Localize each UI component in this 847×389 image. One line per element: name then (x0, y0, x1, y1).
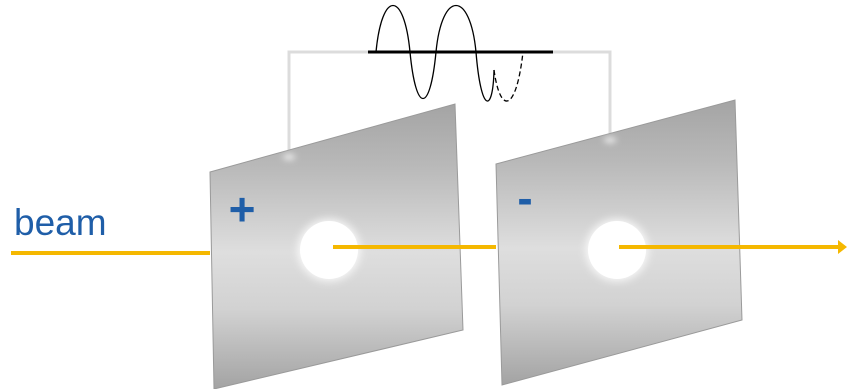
beam-label: beam (14, 202, 107, 243)
plate-right-sign: - (517, 172, 532, 224)
aperture-left (300, 221, 358, 279)
arrowhead-icon (838, 240, 847, 254)
plate-right (495, 99, 743, 386)
aperture-right (588, 221, 646, 279)
plate-left-sign: + (229, 183, 256, 235)
sine-wave-icon (368, 5, 553, 102)
